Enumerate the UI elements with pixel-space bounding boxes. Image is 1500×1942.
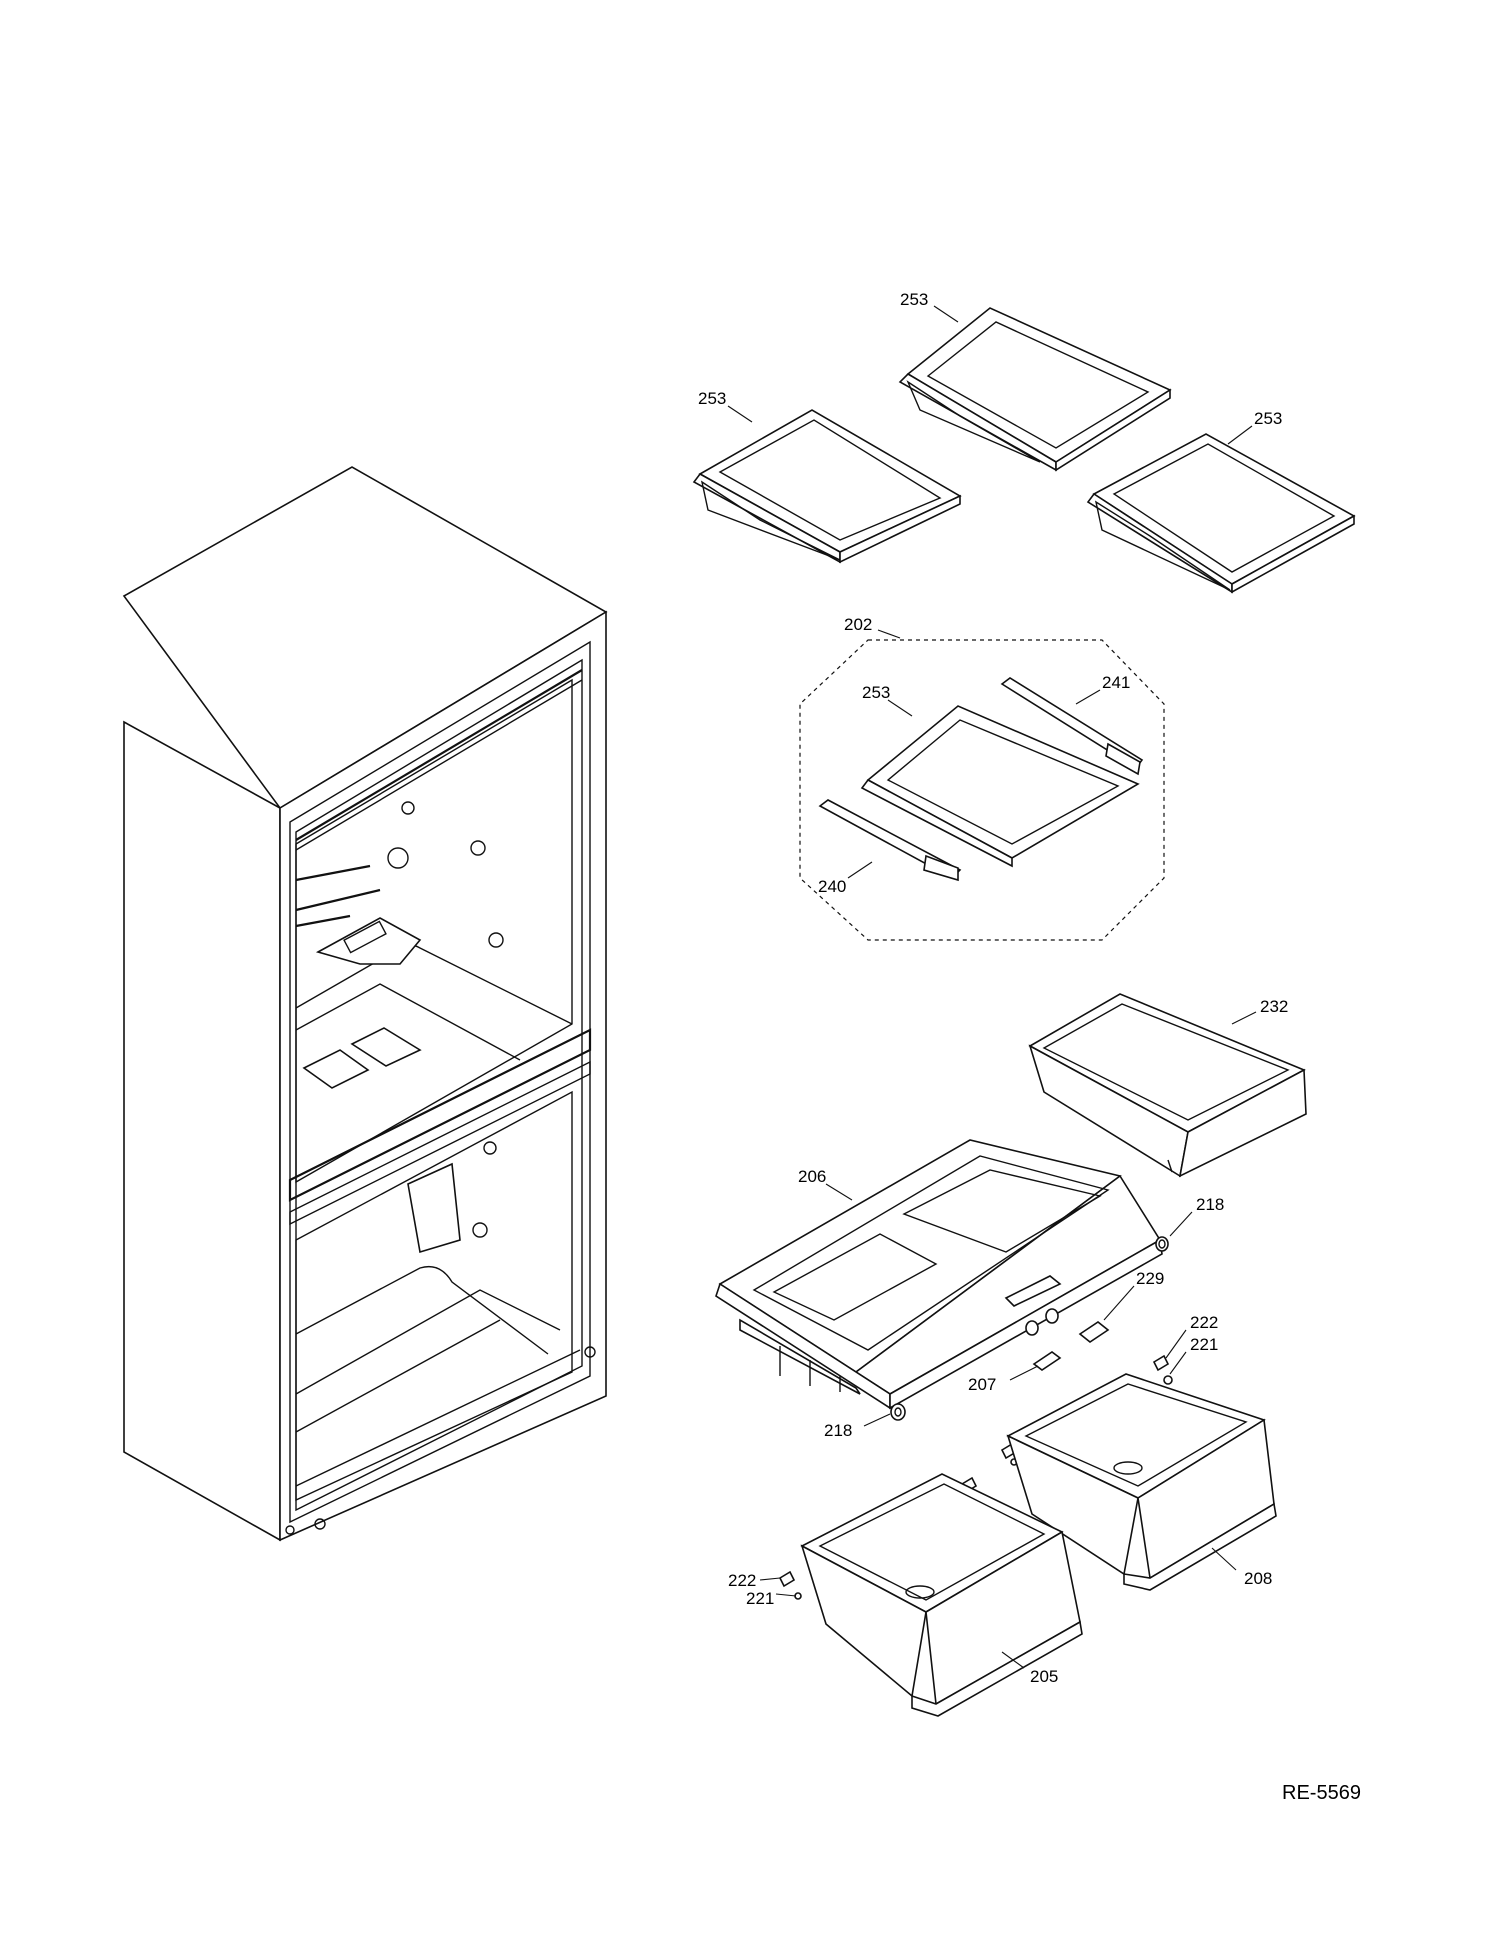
drawer-right xyxy=(1006,1373,1277,1591)
label-crisper-cover: 206 xyxy=(798,1167,826,1186)
label-rail-right: 241 xyxy=(1102,673,1130,692)
label-shelf-assembly: 202 xyxy=(844,615,872,634)
shelf-top-center xyxy=(898,307,1172,472)
drawer-left xyxy=(800,1473,1083,1717)
hinge-left xyxy=(1032,1351,1062,1371)
leader-lines xyxy=(727,305,1257,1669)
label-shelf-top-left: 253 xyxy=(698,389,726,408)
label-slide-cap-right: 222 xyxy=(1190,1313,1218,1332)
label-hinge-right: 229 xyxy=(1136,1269,1164,1288)
label-slide-pin-left: 221 xyxy=(746,1589,774,1608)
part-number-labels: 253 253 253 202 253 241 240 232 206 218 … xyxy=(698,290,1288,1686)
label-roller-right: 218 xyxy=(1196,1195,1224,1214)
label-slide-pin-right: 221 xyxy=(1190,1335,1218,1354)
shelf-top-left xyxy=(692,409,962,564)
roller-left xyxy=(890,1403,906,1421)
hinge-right xyxy=(1078,1321,1110,1343)
crisper-cover xyxy=(715,1139,1163,1410)
label-shelf-top-center: 253 xyxy=(900,290,928,309)
roller-right xyxy=(1155,1236,1169,1252)
shelf-assembly xyxy=(799,639,1165,941)
label-rail-left: 240 xyxy=(818,877,846,896)
label-pan-upper: 232 xyxy=(1260,997,1288,1016)
label-drawer-right: 208 xyxy=(1244,1569,1272,1588)
label-slide-cap-left: 222 xyxy=(728,1571,756,1590)
reference-code: RE-5569 xyxy=(1282,1782,1361,1804)
label-drawer-left: 205 xyxy=(1030,1667,1058,1686)
rollers-center xyxy=(1025,1308,1059,1336)
label-roller-left: 218 xyxy=(824,1421,852,1440)
label-shelf-assembly-glass: 253 xyxy=(862,683,890,702)
refrigerator-cabinet xyxy=(122,466,608,1542)
shelf-top-right xyxy=(1086,433,1356,594)
label-shelf-top-right: 253 xyxy=(1254,409,1282,428)
pan-upper xyxy=(1028,993,1307,1178)
label-hinge-left: 207 xyxy=(968,1375,996,1394)
